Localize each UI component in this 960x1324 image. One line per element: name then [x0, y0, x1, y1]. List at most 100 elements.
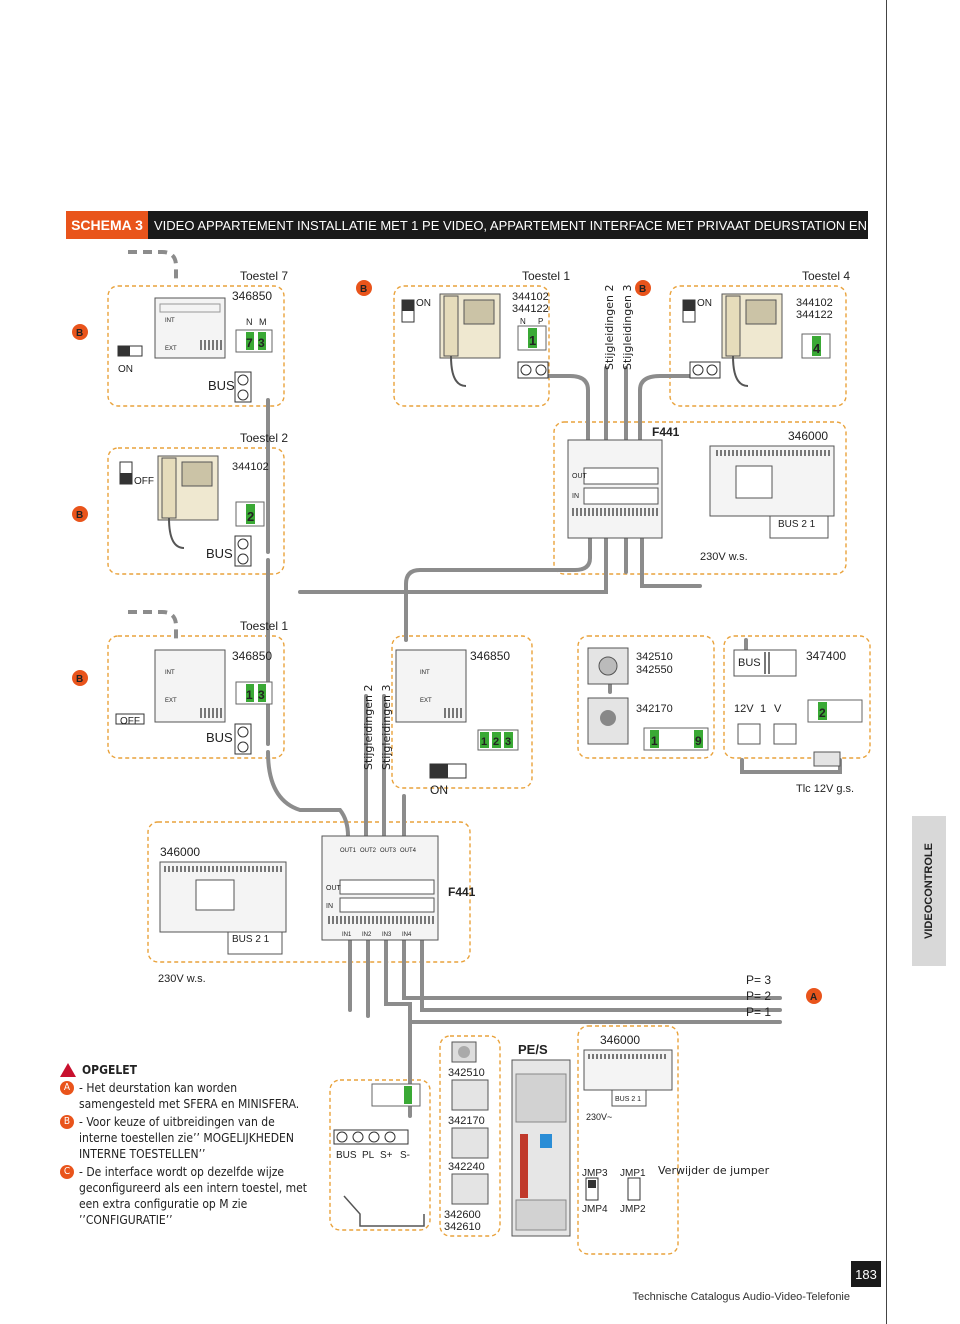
note-c-badge: C	[60, 1165, 74, 1179]
code-346000-c: 346000	[600, 1033, 640, 1047]
f441-top: OUT IN	[567, 439, 663, 539]
handset-toestel4	[721, 293, 783, 387]
badge-b-4	[72, 506, 88, 522]
code-344122-a: 344122	[512, 303, 549, 315]
int-label: INT	[165, 318, 175, 324]
f441-out2: OUT2	[360, 848, 377, 854]
cfg-t7-n: 7	[246, 336, 253, 350]
p3-label: P= 3	[746, 973, 771, 987]
v230-label: 230V~	[586, 1112, 612, 1122]
page-number: 183	[851, 1261, 881, 1287]
warning-icon	[60, 1063, 76, 1077]
p1-label: P= 1	[746, 1005, 771, 1019]
f441-out4: OUT4	[400, 848, 417, 854]
cfg-t7-m: 3	[258, 336, 265, 350]
on-label-t1: ON	[416, 298, 431, 309]
badge-b-5-text: B	[76, 674, 83, 685]
f441-in3: IN3	[382, 932, 392, 938]
jmp4-label: JMP4	[582, 1204, 608, 1215]
note-b: B- Voor keuze of uitbreidingen van de in…	[60, 1114, 310, 1162]
f441-top-label: F441	[652, 425, 680, 439]
f441-top-out: OUT	[572, 473, 588, 480]
f441-mid-in: IN	[326, 903, 333, 910]
term-pl: PL	[362, 1150, 375, 1161]
cfg-t4-val: 4	[813, 341, 821, 356]
f441-out3: OUT3	[380, 848, 397, 854]
toggle-on-ext: ON	[429, 763, 467, 797]
label-toestel1-top: Toestel 1	[522, 269, 570, 283]
handset-toestel2	[157, 455, 219, 549]
terminal-pair-t7	[234, 371, 252, 403]
note-a-text: - Het deurstation kan worden samengestel…	[79, 1081, 300, 1111]
verwijder-label: Verwijder de jumper	[658, 1164, 770, 1177]
v1-label: 1	[760, 703, 766, 715]
bus-label-cam: BUS	[738, 657, 761, 669]
bus21-top: BUS 2 1	[778, 519, 816, 530]
notes-heading: OPGELET	[60, 1062, 310, 1078]
on-label-t4: ON	[697, 298, 712, 309]
terminal-strip-bottom: BUS PL S+ S-	[333, 1083, 425, 1227]
mains-top: 230V w.s.	[700, 551, 748, 563]
f441-out1: OUT1	[340, 848, 357, 854]
page-divider	[886, 0, 887, 1324]
ext-label-ext: EXT	[420, 698, 432, 704]
door-module-stack	[451, 1041, 489, 1205]
svg-text:N: N	[246, 317, 253, 327]
badge-b-1-text: B	[76, 328, 83, 339]
stijg3-mid: Stijgleidingen 3	[380, 685, 393, 771]
jmp2-label: JMP2	[620, 1204, 646, 1215]
code-342600: 342600	[444, 1209, 481, 1221]
camera-interface-347400: BUS 12V 1 V 2	[733, 649, 863, 767]
interface-346850-ext: INT EXT	[395, 649, 467, 723]
svg-text:M: M	[259, 317, 267, 327]
badge-b-3-text: B	[639, 284, 646, 295]
code-346000-b: 346000	[160, 845, 200, 859]
schema-tag: SCHEMA 3	[66, 211, 148, 239]
p2-label: P= 2	[746, 989, 771, 1003]
cfg-ext-n: 1	[481, 736, 487, 748]
toggle-on-t7: ON	[117, 345, 143, 375]
v-label: V	[774, 703, 782, 715]
toggle-on-t4: ON	[682, 298, 712, 323]
bus-label-t2: BUS	[206, 546, 233, 561]
int-label-ext: INT	[420, 670, 430, 676]
config-block-t2: 2	[235, 501, 265, 527]
code-344122-b: 344122	[796, 309, 833, 321]
cfg-342170-s: 9	[695, 734, 702, 748]
warning-notes: OPGELET A- Het deurstation kan worden sa…	[60, 1062, 310, 1228]
on-label-t7: ON	[118, 364, 133, 375]
power-supply-346000-bottom: BUS 2 1	[583, 1049, 673, 1107]
group-boundaries	[107, 285, 871, 1255]
code-342510-b: 342510	[448, 1067, 485, 1079]
terminal-pair-t2	[234, 535, 252, 567]
badge-b-3	[635, 280, 651, 296]
badge-a	[806, 988, 822, 1004]
note-b-badge: B	[60, 1115, 74, 1129]
cfg-342170-p: 1	[651, 734, 658, 748]
code-342610: 342610	[444, 1221, 481, 1233]
v12-label: 12V	[734, 703, 754, 715]
int-label-mid: INT	[165, 670, 175, 676]
stijg3-top: Stijgleidingen 3	[621, 285, 634, 371]
code-342170-a: 342170	[636, 703, 673, 715]
section-side-tab: VIDEOCONTROLE	[912, 816, 946, 966]
pe-s-unit	[511, 1059, 571, 1237]
label-toestel2: Toestel 2	[240, 431, 288, 445]
mains-mid: 230V w.s.	[158, 973, 206, 985]
footer-text: Technische Catalogus Audio-Video-Telefon…	[632, 1291, 851, 1303]
code-346850-c: 346850	[470, 649, 510, 663]
config-block-342170: 1 9	[643, 727, 709, 751]
cfg-cam-p: 2	[819, 706, 826, 720]
f441-top-in: IN	[572, 493, 579, 500]
terminal-pair-mid	[234, 723, 252, 755]
interface-346850-mid: INT EXT	[154, 649, 226, 723]
f441-mid-label: F441	[448, 885, 476, 899]
note-c: C- De interface wordt op dezelfde wijze …	[60, 1164, 310, 1228]
badge-b-4-text: B	[76, 510, 83, 521]
jmp1-label: JMP1	[620, 1168, 646, 1179]
toggle-off-t2: OFF	[119, 461, 154, 487]
door-station-unit	[587, 647, 629, 745]
badge-a-text: A	[810, 992, 817, 1003]
jmp3-label: JMP3	[582, 1168, 608, 1179]
